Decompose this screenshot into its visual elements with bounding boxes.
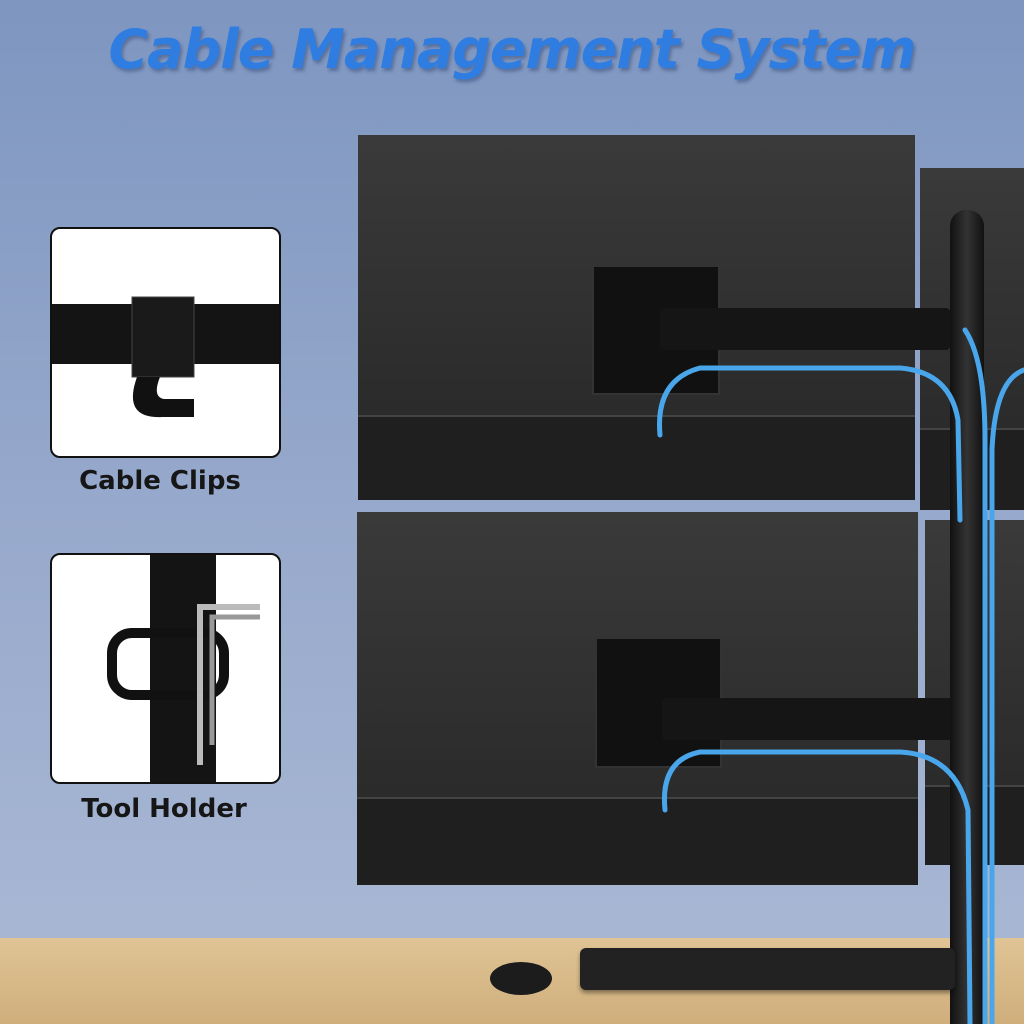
tool-holder-icon [107, 555, 260, 782]
cable-clip-icon [52, 296, 279, 418]
mouse [490, 962, 552, 995]
cable-clips-label: Cable Clips [79, 466, 241, 496]
page-title: Cable Management System [108, 18, 917, 81]
arm-bottom [662, 698, 952, 740]
arm-top [660, 308, 950, 350]
tool-holder-label: Tool Holder [81, 794, 247, 824]
cable-clips-inset [50, 227, 281, 458]
tool-holder-inset [50, 553, 281, 784]
keyboard [580, 948, 955, 990]
